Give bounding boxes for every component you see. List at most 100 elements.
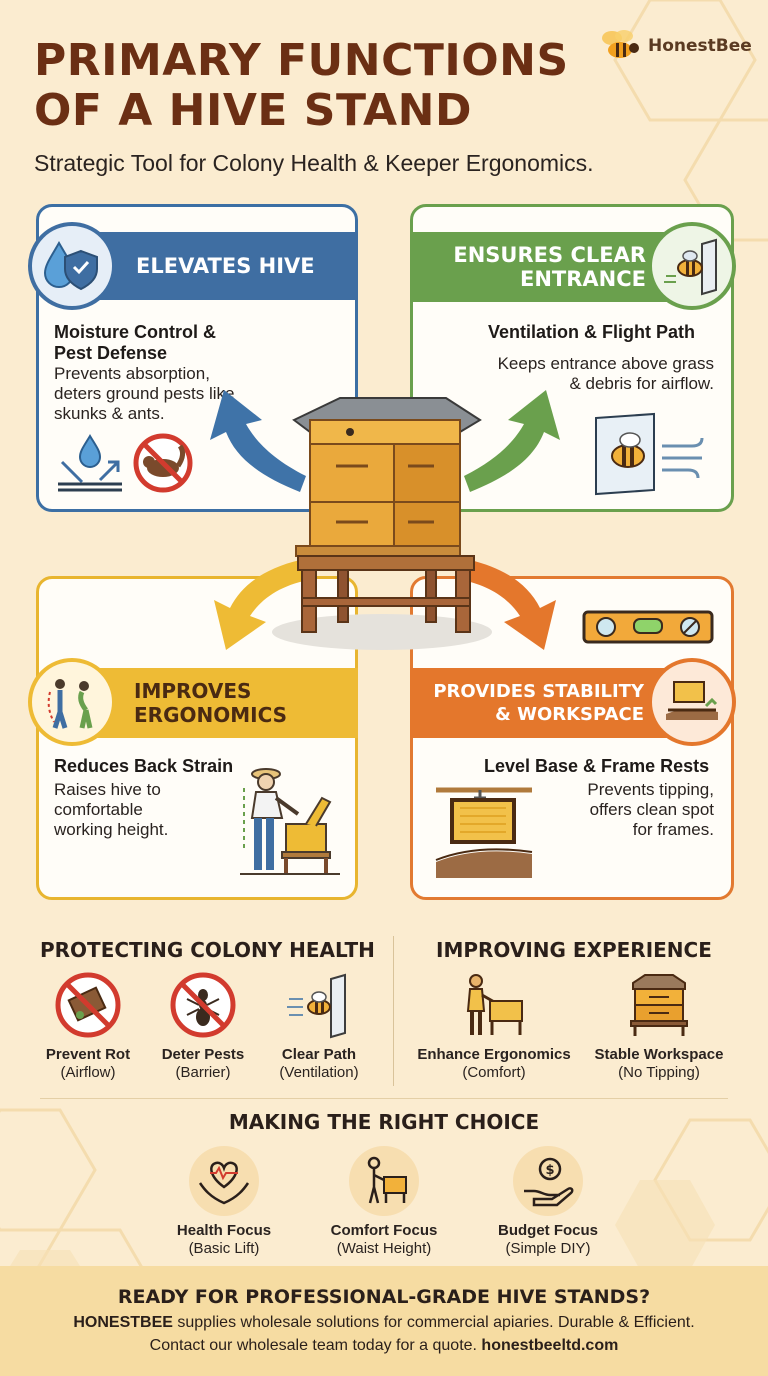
badge-entrance [648, 222, 736, 310]
arrow-down-left-icon [214, 560, 308, 650]
footer-line-2-text: Contact our wholesale team today for a q… [149, 1337, 482, 1354]
arrow-up-right-icon [464, 390, 560, 492]
person-box-icon [367, 1156, 407, 1204]
footer-brand: HONESTBEE [73, 1314, 173, 1331]
svg-text:$: $ [545, 1163, 554, 1178]
experience-label-workspace: Stable Workspace [594, 1046, 724, 1063]
badge-stability [648, 658, 736, 746]
frame-resting-icon [435, 787, 533, 878]
choice-label-comfort: Comfort Focus [330, 1222, 438, 1239]
stability-heading: Level Base & Frame Rests [484, 756, 710, 776]
colony-item-path: Clear Path (Ventilation) [259, 970, 379, 1082]
colony-label-rot: Prevent Rot [45, 1046, 131, 1063]
choice-sub-budget: (Simple DIY) [505, 1240, 591, 1257]
choice-sub-health: (Basic Lift) [188, 1240, 260, 1257]
elevates-heading-2: Pest Defense [54, 343, 168, 363]
choice-label-health: Health Focus [176, 1222, 272, 1239]
ergonomics-body-3: working height. [54, 820, 169, 839]
ergonomics-body: Raises hive to comfortable working heigh… [54, 780, 168, 840]
person-hive-icon [466, 974, 523, 1035]
entrance-body-2: & debris for airflow. [569, 374, 714, 393]
footer-website-link[interactable]: honestbeeltd.com [481, 1337, 619, 1354]
colony-sub-rot: (Airflow) [60, 1064, 116, 1081]
entrance-body-1: Keeps entrance above grass [497, 354, 714, 373]
arrow-down-right-icon [462, 560, 556, 650]
colony-item-pests: Deter Pests (Barrier) [143, 970, 263, 1082]
badge-ergonomics [28, 658, 116, 746]
experience-item-ergonomics: Enhance Ergonomics (Comfort) [408, 970, 580, 1082]
posture-icon [47, 679, 93, 729]
experience-section-title: IMPROVING EXPERIENCE [436, 938, 712, 962]
elevates-body-1: Prevents absorption, [54, 364, 210, 383]
choice-item-budget: $ Budget Focus (Simple DIY) [482, 1146, 614, 1258]
bee-flight-icon [595, 412, 704, 496]
choice-sub-comfort: (Waist Height) [336, 1240, 432, 1257]
elevates-body-3: skunks & ants. [54, 404, 165, 423]
colony-sub-pests: (Barrier) [175, 1064, 231, 1081]
elevates-body-2: deters ground pests like [54, 384, 235, 403]
frame-rest-icon [666, 681, 718, 720]
colony-sub-path: (Ventilation) [279, 1064, 359, 1081]
colony-section-title: PROTECTING COLONY HEALTH [40, 938, 375, 962]
ergonomics-body-2: comfortable [54, 800, 143, 819]
footer-line-1: HONESTBEE supplies wholesale solutions f… [0, 1314, 768, 1332]
hive-stand-illustration [210, 390, 560, 650]
beekeeper-working-icon [240, 768, 340, 875]
entrance-banner-2: ENTRANCE [520, 267, 646, 291]
water-repel-icon [58, 434, 122, 492]
colony-label-pests: Deter Pests [161, 1046, 245, 1063]
title-line-2: OF A HIVE STAND [34, 85, 472, 136]
section-divider-horizontal [40, 1098, 728, 1099]
brand-logo: HonestBee [598, 28, 752, 64]
ergonomics-heading: Reduces Back Strain [54, 756, 234, 776]
heart-hands-icon [198, 1161, 250, 1205]
colony-label-path: Clear Path [281, 1046, 357, 1063]
ergonomics-banner-1: IMPROVES [134, 679, 252, 703]
experience-sub-ergonomics: (Comfort) [462, 1064, 526, 1081]
footer-band [0, 1266, 768, 1376]
entrance-banner-1: ENSURES CLEAR [453, 243, 646, 267]
banner-stability: PROVIDES STABILITY & WORKSPACE [410, 668, 672, 738]
experience-label-ergonomics: Enhance Ergonomics [417, 1046, 571, 1063]
banner-clear-entrance: ENSURES CLEAR ENTRANCE [410, 232, 672, 302]
badge-moisture [28, 222, 116, 310]
choice-label-budget: Budget Focus [498, 1222, 598, 1239]
choice-item-health: Health Focus (Basic Lift) [159, 1146, 289, 1258]
brand-name: HonestBee [648, 36, 752, 56]
no-skunk-icon [133, 433, 193, 493]
footer-title: READY FOR PROFESSIONAL-GRADE HIVE STANDS… [117, 1286, 651, 1308]
ergonomics-body-1: Raises hive to [54, 780, 161, 799]
stability-banner-1: PROVIDES STABILITY [433, 681, 644, 702]
arrow-up-left-icon [210, 390, 306, 492]
entrance-body: Keeps entrance above grass & debris for … [470, 354, 714, 394]
page-subtitle: Strategic Tool for Colony Health & Keepe… [34, 150, 594, 176]
bee-logo-icon [602, 30, 639, 58]
elevates-heading-1: Moisture Control & [54, 322, 216, 342]
stability-banner-2: & WORKSPACE [495, 704, 644, 725]
experience-sub-workspace: (No Tipping) [618, 1064, 700, 1081]
choice-item-comfort: Comfort Focus (Waist Height) [318, 1146, 450, 1258]
bee-airflow-icon [287, 973, 346, 1039]
hive-box-icon [630, 974, 688, 1036]
bee-entrance-icon [664, 238, 717, 296]
elevates-body: Prevents absorption, deters ground pests… [54, 364, 235, 424]
elevates-heading: Moisture Control & Pest Defense [54, 322, 216, 364]
water-shield-icon [43, 240, 98, 291]
colony-item-rot: Prevent Rot (Airflow) [28, 970, 148, 1082]
ergonomics-banner-2: ERGONOMICS [134, 703, 288, 727]
stability-body-3: for frames. [632, 820, 714, 839]
entrance-heading: Ventilation & Flight Path [488, 322, 695, 342]
no-rot-icon [55, 972, 121, 1038]
no-ant-icon [170, 972, 236, 1038]
stability-body-2: offers clean spot [589, 800, 714, 819]
coin-hand-icon: $ [524, 1157, 574, 1207]
footer-line-2: Contact our wholesale team today for a q… [0, 1337, 768, 1355]
title-line-1: PRIMARY FUNCTIONS [34, 35, 569, 86]
stability-body-1: Prevents tipping, [587, 780, 714, 799]
footer-line-1-text: supplies wholesale solutions for commerc… [172, 1314, 695, 1331]
experience-item-workspace: Stable Workspace (No Tipping) [586, 970, 732, 1082]
stability-body: Prevents tipping, offers clean spot for … [520, 780, 714, 840]
section-divider [393, 936, 394, 1086]
page-title: PRIMARY FUNCTIONS OF A HIVE STAND [34, 36, 594, 136]
choice-section-title: MAKING THE RIGHT CHOICE [228, 1110, 540, 1134]
